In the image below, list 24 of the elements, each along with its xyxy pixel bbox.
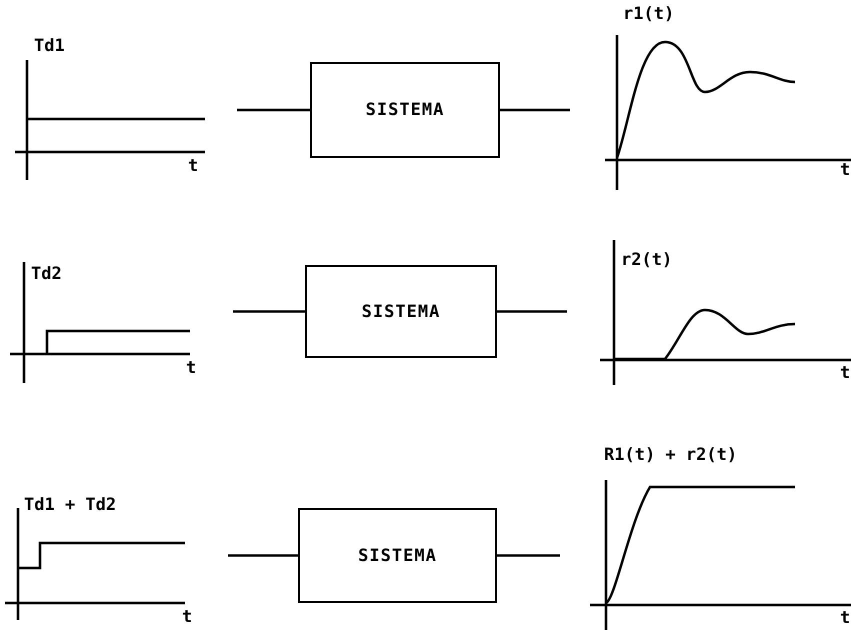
signal-line <box>497 554 560 557</box>
signal-line <box>497 310 567 313</box>
block-label: SISTEMA <box>362 302 440 322</box>
axis-label: t <box>840 162 850 179</box>
axis-label: t <box>840 365 850 382</box>
block-label: SISTEMA <box>358 546 437 566</box>
signal-name: r1(t) <box>623 6 674 23</box>
axis-label: t <box>188 158 198 175</box>
signal-name: r2(t) <box>621 252 672 269</box>
signal-name: Td2 <box>31 266 62 283</box>
block-label: SISTEMA <box>366 100 444 120</box>
signal-line <box>500 108 570 112</box>
axis-label: t <box>182 609 192 626</box>
axis-label: t <box>186 360 196 377</box>
system-block <box>305 265 497 358</box>
signal-name: R1(t) + r2(t) <box>604 447 738 464</box>
signal-name: Td1 + Td2 <box>24 497 116 514</box>
signal-name: Td1 <box>34 38 65 55</box>
signal-line <box>233 310 305 313</box>
axis-label: t <box>840 610 850 627</box>
system-block <box>298 508 497 603</box>
signal-line <box>228 554 298 557</box>
signal-line <box>237 108 310 112</box>
system-block <box>310 62 500 158</box>
